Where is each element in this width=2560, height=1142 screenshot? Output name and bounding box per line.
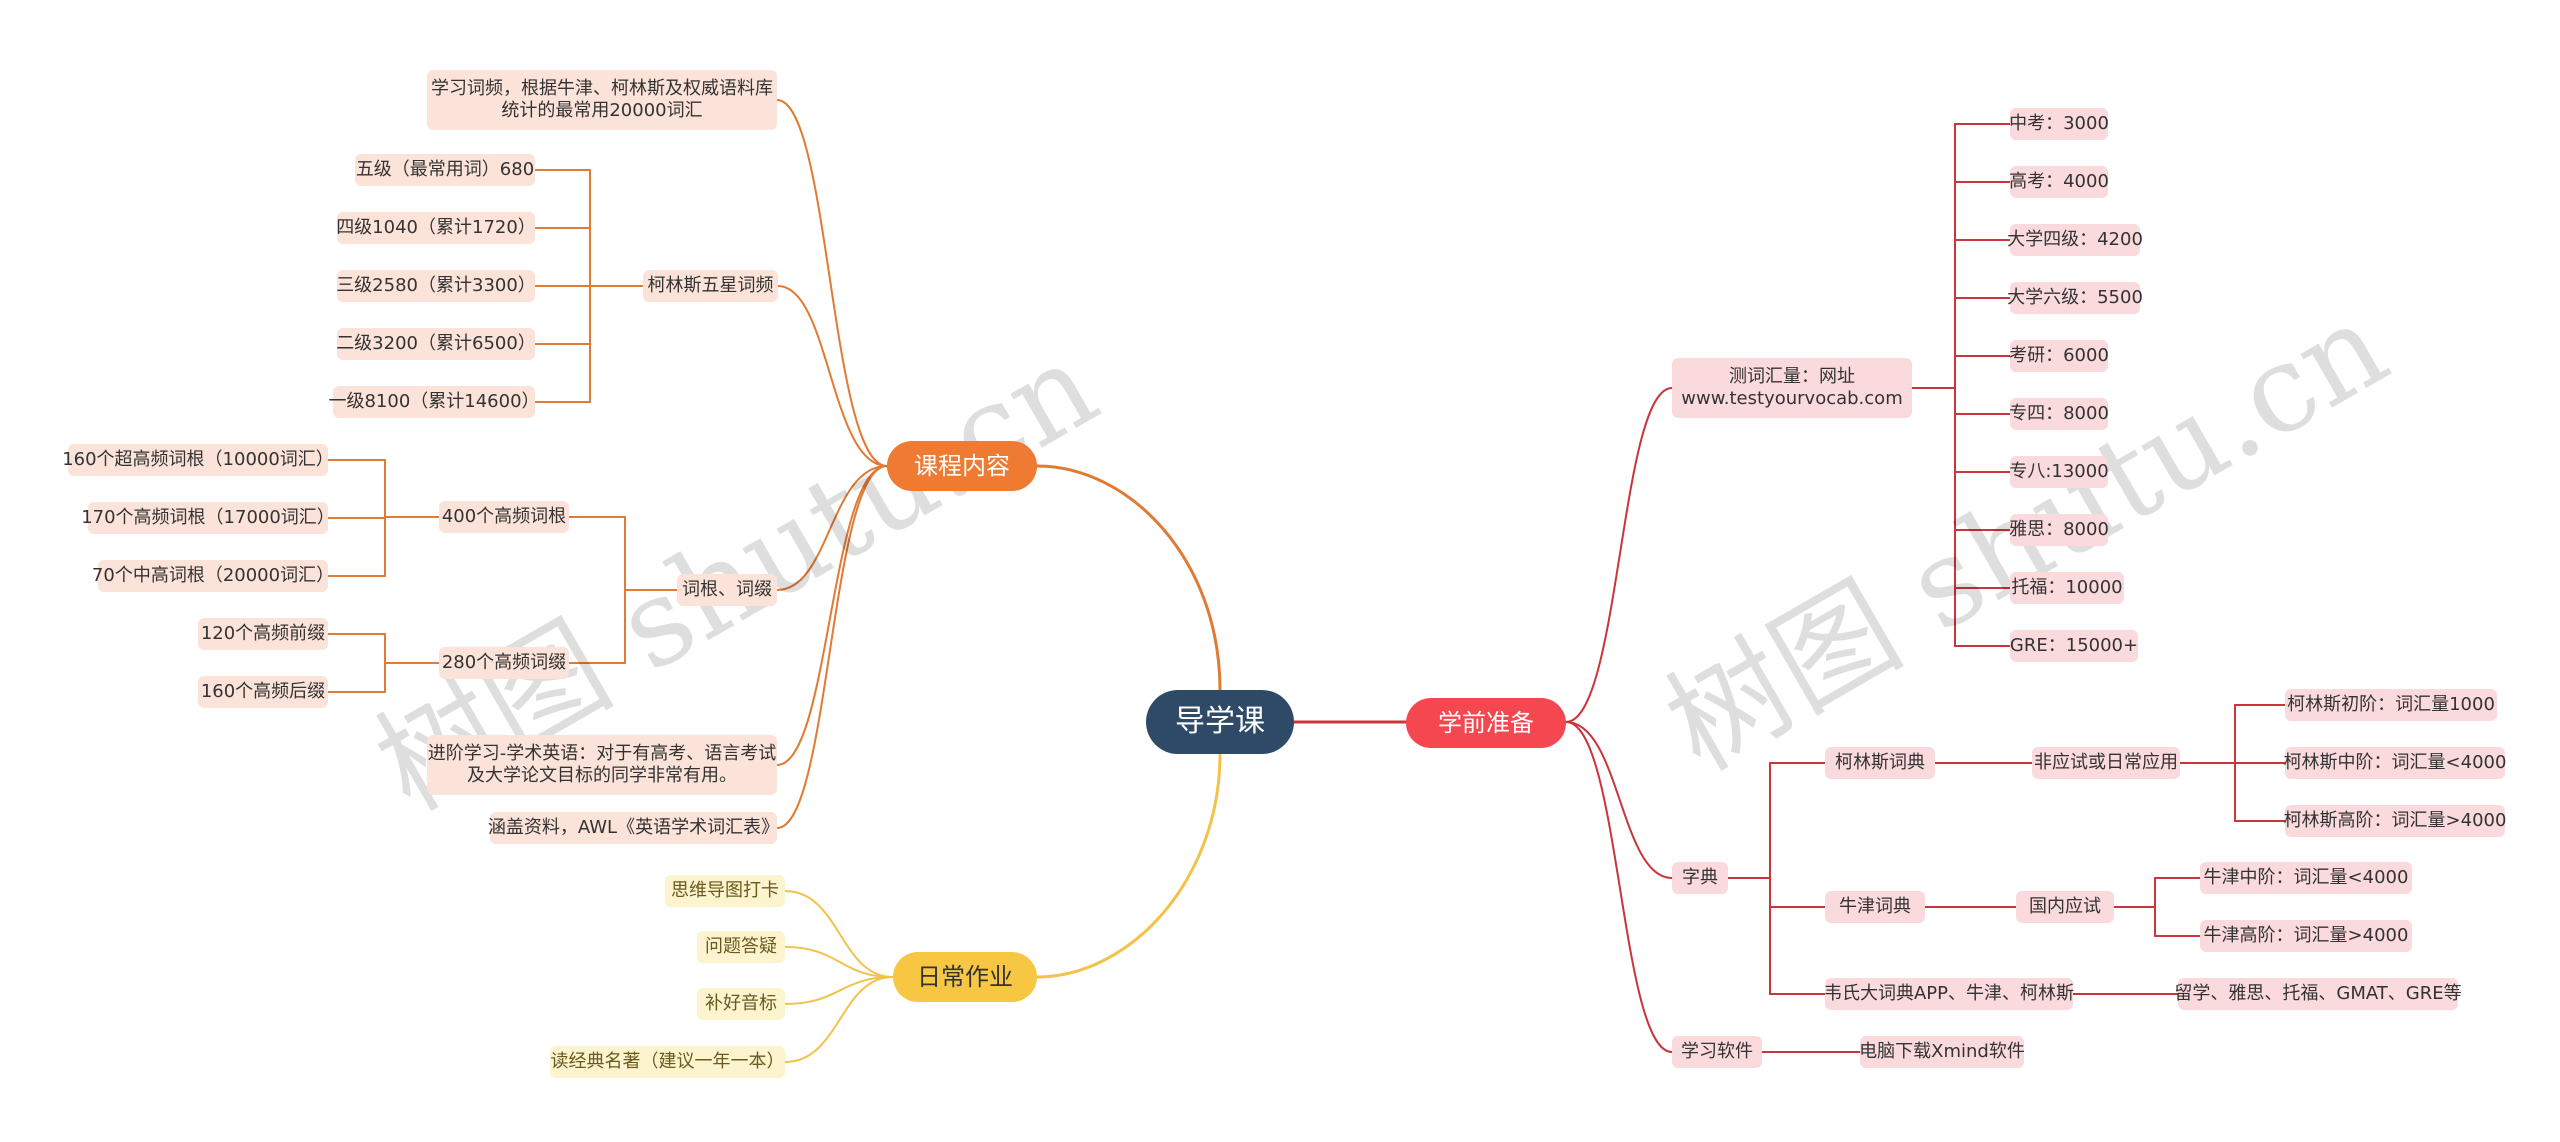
branch-daily-homework[interactable]: 日常作业	[893, 952, 1037, 1002]
node-learning-software[interactable]: 学习软件	[1672, 1036, 1762, 1068]
node-collins-dict[interactable]: 柯林斯词典	[1825, 747, 1935, 779]
link-homework-2	[784, 976, 894, 1005]
branch-preparation[interactable]: 学前准备	[1406, 698, 1566, 748]
node-webster[interactable]: 韦氏大词典APP、牛津、柯林斯	[1824, 978, 2074, 1010]
link-homework-1	[784, 946, 894, 978]
node-webster-use[interactable]: 留学、雅思、托福、GMAT、GRE等	[2174, 978, 2462, 1010]
link-prep-2	[1565, 721, 1673, 1053]
node-collins-intermediate[interactable]: 柯林斯中阶：词汇量<4000	[2284, 747, 2506, 779]
node-xmind-download[interactable]: 电脑下载Xmind软件	[1859, 1036, 2025, 1068]
node-collins-use[interactable]: 非应试或日常应用	[2032, 747, 2180, 779]
node-phonetics[interactable]: 补好音标	[697, 988, 785, 1020]
node-roots-affixes[interactable]: 词根、词缀	[677, 574, 777, 606]
node-400-roots[interactable]: 400个高频词根	[439, 501, 569, 533]
link-course-4	[776, 465, 888, 829]
node-vocab-tem4[interactable]: 专四：8000	[2009, 398, 2109, 430]
node-vocab-gaokao[interactable]: 高考：4000	[2009, 166, 2109, 198]
node-vocab-zhongkao[interactable]: 中考：3000	[2009, 108, 2109, 140]
node-dictionary[interactable]: 字典	[1672, 862, 1728, 894]
node-collins-level-3[interactable]: 三级2580（累计3300）	[336, 270, 536, 302]
node-word-frequency[interactable]: 学习词频，根据牛津、柯林斯及权威语料库统计的最常用20000词汇	[427, 70, 777, 130]
node-roots-160[interactable]: 160个超高频词根（10000词汇）	[62, 444, 334, 476]
node-read-classics[interactable]: 读经典名著（建议一年一本）	[550, 1046, 785, 1078]
link-course-0	[776, 99, 888, 467]
node-280-affixes[interactable]: 280个高频词缀	[439, 647, 569, 679]
node-vocab-cet4[interactable]: 大学四级：4200	[2007, 224, 2143, 256]
node-vocab-toefl[interactable]: 托福：10000	[2010, 572, 2124, 604]
node-collins-level-4[interactable]: 四级1040（累计1720）	[336, 212, 536, 244]
link-homework-0	[784, 890, 894, 978]
link-homework-3	[784, 976, 894, 1063]
link-center-homework	[1035, 752, 1222, 979]
node-oxford-use[interactable]: 国内应试	[2016, 891, 2114, 923]
node-collins-level-1[interactable]: 一级8100（累计14600）	[328, 386, 540, 418]
node-academic-english[interactable]: 进阶学习-学术英语：对于有高考、语言考试及大学论文目标的同学非常有用。	[427, 735, 777, 795]
node-roots-70[interactable]: 70个中高词根（20000词汇）	[92, 560, 334, 592]
node-vocab-kaoyan[interactable]: 考研：6000	[2009, 340, 2109, 372]
node-oxford-dict[interactable]: 牛津词典	[1825, 891, 1925, 923]
node-vocab-cet6[interactable]: 大学六级：5500	[2007, 282, 2143, 314]
link-prep-1	[1565, 721, 1673, 879]
node-collins-beginner[interactable]: 柯林斯初阶：词汇量1000	[2285, 689, 2497, 721]
link-course-3	[776, 465, 888, 766]
node-vocab-test[interactable]: 测词汇量：网址www.testyourvocab.com	[1672, 358, 1912, 418]
branch-course-content[interactable]: 课程内容	[887, 441, 1037, 491]
node-collins-advanced[interactable]: 柯林斯高阶：词汇量>4000	[2284, 805, 2506, 837]
node-vocab-gre[interactable]: GRE：15000+	[2010, 630, 2138, 662]
link-center-course	[1035, 464, 1222, 692]
node-prefix-120[interactable]: 120个高频前缀	[198, 618, 328, 650]
node-roots-170[interactable]: 170个高频词根（17000词汇）	[81, 502, 335, 534]
node-suffix-160[interactable]: 160个高频后缀	[198, 676, 328, 708]
link-prep-0	[1565, 387, 1673, 723]
node-collins-five-star[interactable]: 柯林斯五星词频	[643, 270, 778, 302]
node-collins-level-2[interactable]: 二级3200（累计6500）	[336, 328, 536, 360]
link-course-1	[777, 285, 888, 467]
link-course-2	[776, 465, 888, 591]
node-awl[interactable]: 涵盖资料，AWL《英语学术词汇表》	[488, 812, 779, 844]
node-oxford-advanced[interactable]: 牛津高阶：词汇量>4000	[2200, 920, 2412, 952]
node-collins-level-5[interactable]: 五级（最常用词）680	[355, 154, 535, 186]
central-topic[interactable]: 导学课	[1146, 690, 1294, 754]
node-qa[interactable]: 问题答疑	[697, 931, 785, 963]
node-vocab-tem8[interactable]: 专八:13000	[2009, 456, 2109, 488]
node-mindmap-checkin[interactable]: 思维导图打卡	[665, 875, 785, 907]
node-vocab-ielts[interactable]: 雅思：8000	[2009, 514, 2109, 546]
node-oxford-intermediate[interactable]: 牛津中阶：词汇量<4000	[2200, 862, 2412, 894]
